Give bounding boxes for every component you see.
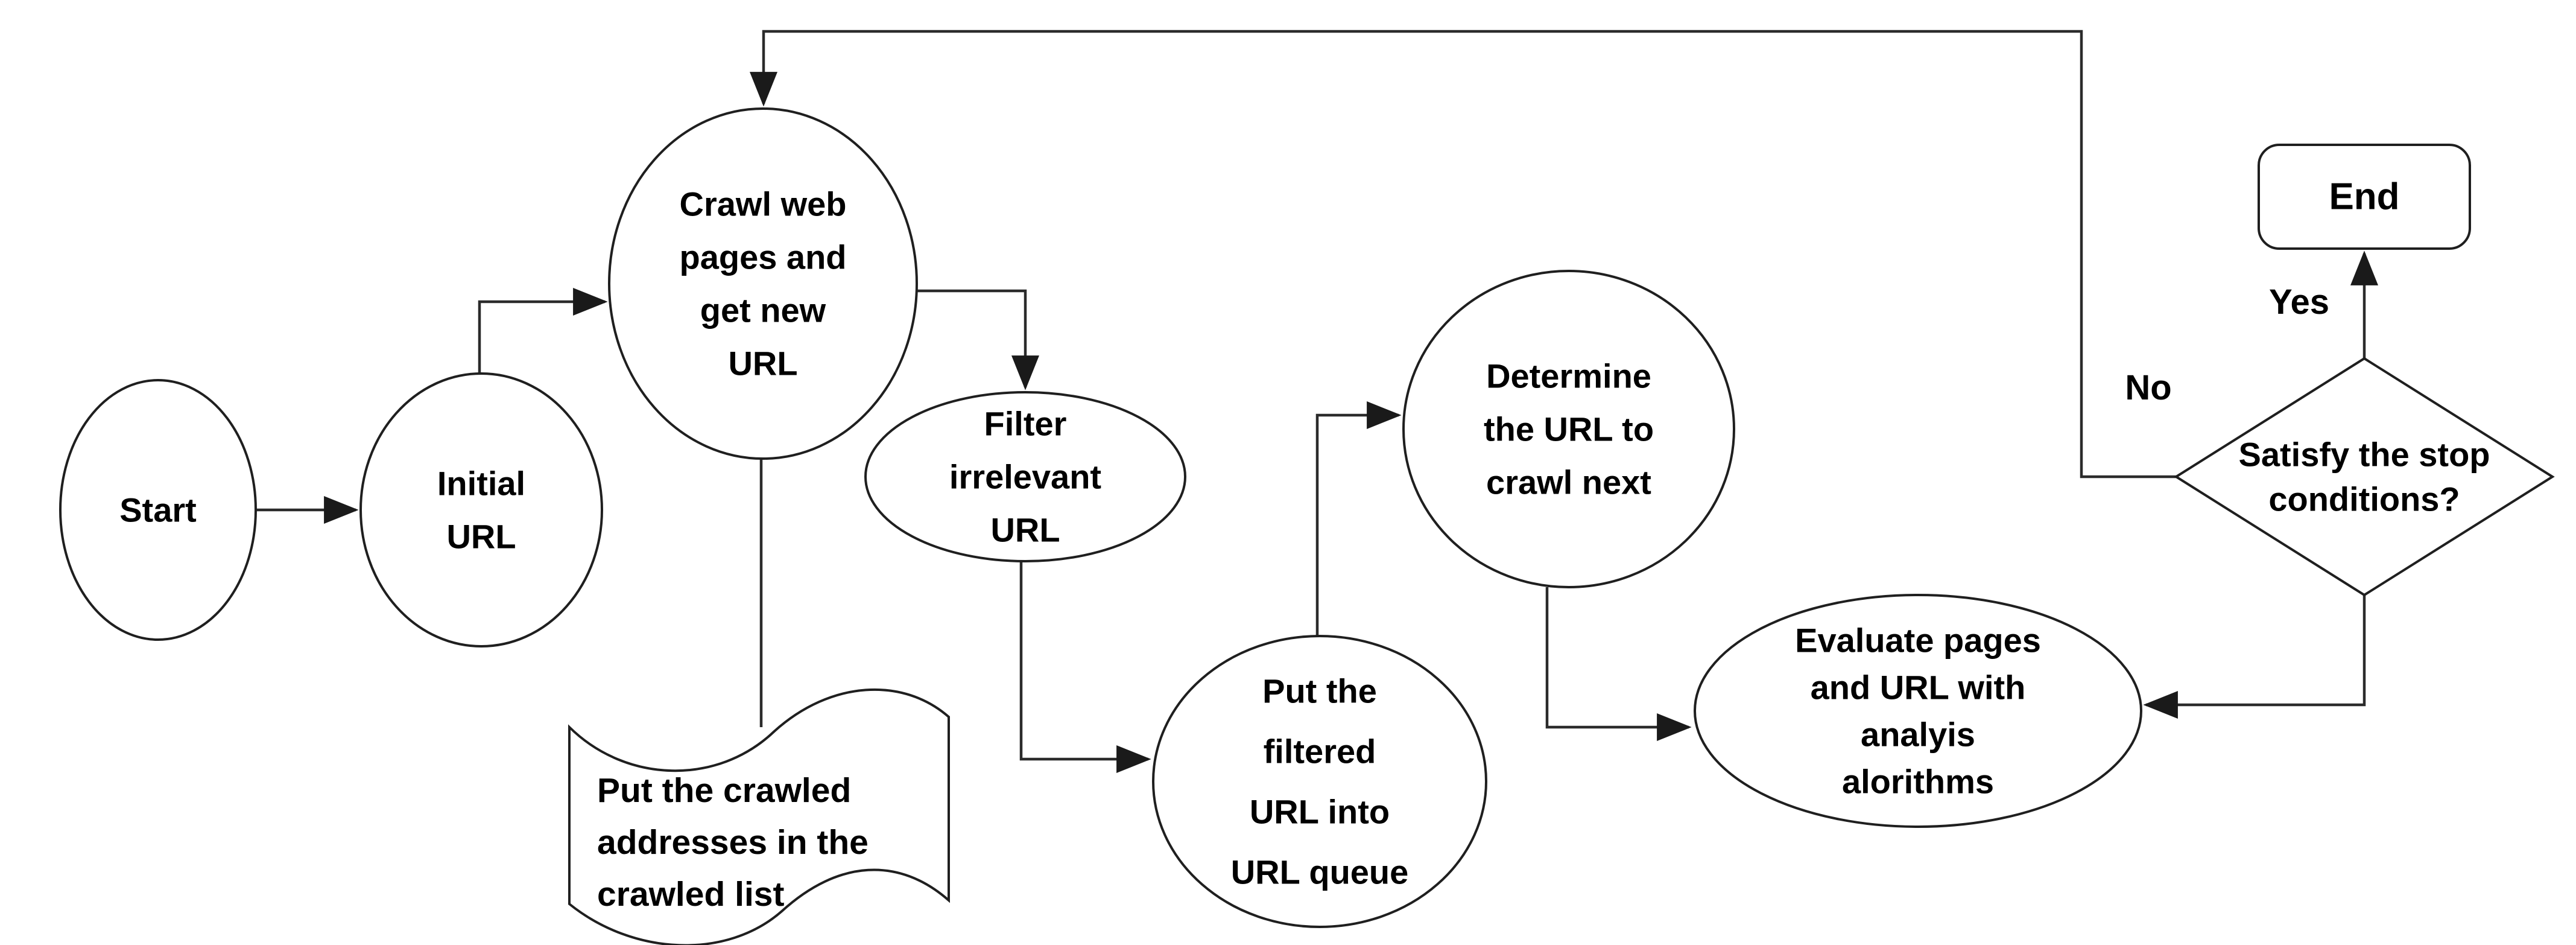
end-shape [2258, 144, 2471, 250]
edge-decision-to-evaluate [2143, 595, 2366, 719]
evaluate-shape [1694, 594, 2142, 828]
edge-no-loop-to-crawl [750, 30, 2176, 479]
node-end: End [2258, 144, 2471, 250]
crawl-shape [608, 107, 918, 460]
edge-determine-to-evaluate [1545, 587, 1692, 741]
url-queue-shape [1152, 635, 1487, 928]
no-label: No [2125, 368, 2171, 407]
node-start: Start [59, 379, 257, 641]
edge-crawl-to-filter [917, 289, 1039, 390]
start-shape [59, 379, 257, 641]
stop-decision-shape [2174, 357, 2555, 597]
end-label: End [2329, 176, 2399, 218]
edge-filter-to-queue [1019, 561, 1151, 773]
edge-queue-to-determine [1315, 401, 1402, 636]
crawled-list-shape [568, 688, 950, 945]
filter-shape [864, 391, 1186, 562]
start-label: Start [119, 491, 197, 529]
edge-initial-to-crawl [478, 288, 608, 374]
initial-url-shape [359, 372, 603, 648]
edges-layer [256, 30, 2378, 773]
determine-shape [1402, 270, 1735, 588]
yes-label: Yes [2269, 282, 2329, 322]
